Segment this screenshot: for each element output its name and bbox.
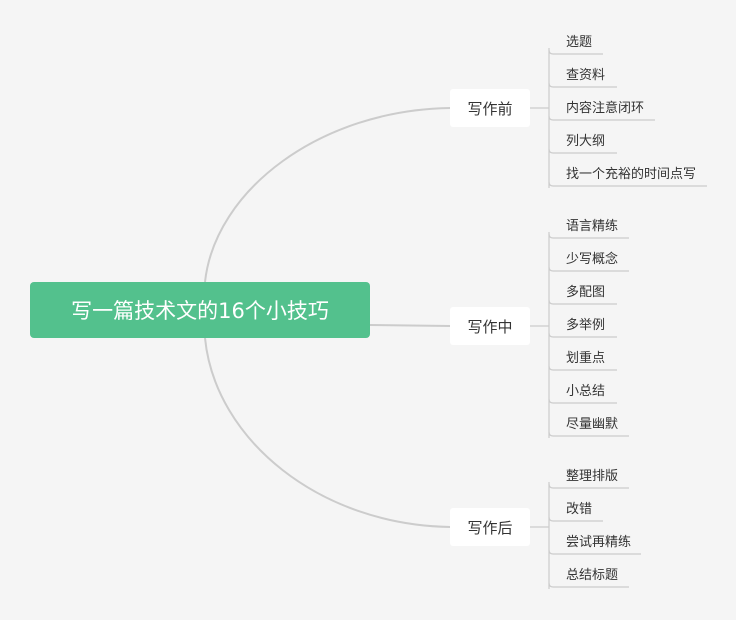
leaf-summary-title[interactable]: 总结标题	[566, 568, 619, 583]
branch-2-leaf-0-underline	[548, 483, 629, 489]
branch-0-leaf-2-underline	[548, 115, 655, 121]
leaf-layout[interactable]: 整理排版	[566, 469, 619, 484]
branch-before-writing[interactable]: 写作前	[450, 89, 530, 127]
branch-0-leaf-1-underline	[548, 82, 617, 88]
leaf-closed-loop[interactable]: 内容注意闭环	[566, 101, 645, 116]
branch-1-leaf-0-underline	[548, 233, 629, 239]
root-to-branch-while-link	[369, 324, 451, 327]
leaf-more-images[interactable]: 多配图	[566, 285, 606, 300]
root-to-branch-before-link	[204, 107, 451, 283]
branch-2-leaf-3-underline	[548, 582, 629, 588]
leaf-research[interactable]: 查资料	[566, 68, 606, 83]
leaf-fix-errors[interactable]: 改错	[566, 502, 593, 517]
branch-1-leaf-4-underline	[548, 365, 617, 371]
root-to-branch-after-link	[204, 337, 451, 528]
branch-1-leaf-5-underline	[548, 398, 617, 404]
leaf-more-examples[interactable]: 多举例	[566, 318, 606, 333]
branch-after-writing[interactable]: 写作后	[450, 508, 530, 546]
leaf-outline[interactable]: 列大纲	[566, 134, 606, 149]
branch-0-leaf-4-underline	[548, 181, 707, 187]
branch-2-leaf-2-underline	[548, 549, 641, 555]
leaf-mini-summary[interactable]: 小总结	[566, 384, 606, 399]
branch-0-leaf-3-underline	[548, 148, 617, 154]
leaf-humor[interactable]: 尽量幽默	[566, 417, 619, 432]
branch-while-writing[interactable]: 写作中	[450, 307, 530, 345]
leaf-concise-language[interactable]: 语言精练	[566, 219, 619, 234]
branch-1-leaf-6-underline	[548, 431, 629, 437]
leaf-topic-selection[interactable]: 选题	[566, 35, 593, 50]
leaf-free-time[interactable]: 找一个充裕的时间点写	[566, 167, 697, 182]
root-topic[interactable]: 写一篇技术文的16个小技巧	[30, 282, 370, 338]
leaf-fewer-concepts[interactable]: 少写概念	[566, 252, 619, 267]
branch-1-leaf-1-underline	[548, 266, 629, 272]
branch-1-leaf-3-underline	[548, 332, 617, 338]
branch-2-leaf-1-underline	[548, 516, 603, 522]
branch-1-leaf-2-underline	[548, 299, 617, 305]
leaf-refine-again[interactable]: 尝试再精练	[566, 535, 632, 550]
leaf-highlight[interactable]: 划重点	[566, 351, 606, 366]
branch-0-leaf-0-underline	[548, 49, 603, 55]
